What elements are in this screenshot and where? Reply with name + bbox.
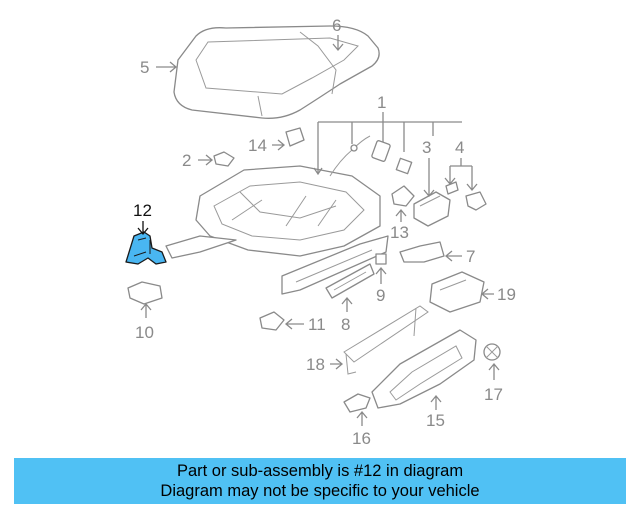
leader-15: [430, 394, 442, 410]
module-part: [429, 271, 485, 313]
callout-17: 17: [484, 385, 503, 404]
connector-part: [395, 157, 413, 175]
side-cover-part: [371, 329, 477, 409]
leader-18: [330, 358, 344, 370]
clip-part: [285, 127, 305, 147]
callout-19: 19: [497, 285, 516, 304]
info-banner: Part or sub-assembly is #12 in diagram D…: [14, 458, 626, 504]
seat-cushion-part: [173, 25, 380, 119]
stud-part: [213, 151, 235, 167]
callout-10: 10: [135, 323, 154, 342]
callout-2: 2: [182, 151, 191, 170]
callout-7: 7: [466, 247, 475, 266]
callout-14: 14: [248, 136, 267, 155]
leader-12: [137, 221, 149, 236]
motor-part: [413, 191, 451, 227]
leader-1: [313, 112, 462, 176]
clip-10-part: [127, 281, 163, 305]
leader-16: [356, 410, 368, 426]
banner-line-2: Diagram may not be specific to your vehi…: [160, 482, 480, 500]
callout-15: 15: [426, 411, 445, 430]
callout-8: 8: [341, 315, 350, 334]
leader-17: [488, 362, 500, 380]
bracket-16-part: [343, 393, 371, 413]
leader-7: [444, 250, 462, 262]
leader-19: [480, 288, 494, 300]
callout-4: 4: [455, 138, 464, 157]
callout-3: 3: [422, 138, 431, 157]
side-trim-part: [325, 263, 375, 299]
seat-frame-part: [165, 165, 389, 295]
callout-5: 5: [140, 58, 149, 77]
leader-9: [375, 266, 387, 284]
callout-16: 16: [352, 429, 371, 448]
leader-13: [395, 208, 407, 222]
leader-4: [444, 158, 478, 192]
clip-11-part: [259, 311, 285, 331]
callout-18: 18: [306, 355, 325, 374]
callout-11: 11: [308, 315, 326, 334]
banner-line-1: Part or sub-assembly is #12 in diagram: [176, 462, 464, 480]
wire-frame-part: [343, 305, 429, 375]
highlighted-part-12: [125, 231, 167, 265]
leader-5: [156, 61, 178, 73]
cable-part: [399, 241, 445, 263]
leader-14: [272, 139, 286, 151]
callout-6: 6: [332, 16, 341, 35]
callout-12: 12: [133, 201, 152, 220]
leader-6: [332, 35, 344, 52]
knob-part: [483, 343, 501, 361]
leader-11: [284, 318, 304, 330]
leader-10: [140, 302, 152, 318]
callout-9: 9: [376, 286, 385, 305]
wire-harness-part: [329, 135, 371, 177]
connector-9-part: [375, 253, 387, 265]
callout-1: 1: [377, 93, 386, 112]
leader-2: [198, 154, 214, 166]
leader-3: [423, 158, 435, 198]
switch-part: [371, 140, 391, 162]
bolt-part: [445, 181, 487, 211]
callout-13: 13: [390, 223, 409, 242]
bracket-13-part: [391, 185, 415, 207]
leader-8: [341, 296, 353, 312]
